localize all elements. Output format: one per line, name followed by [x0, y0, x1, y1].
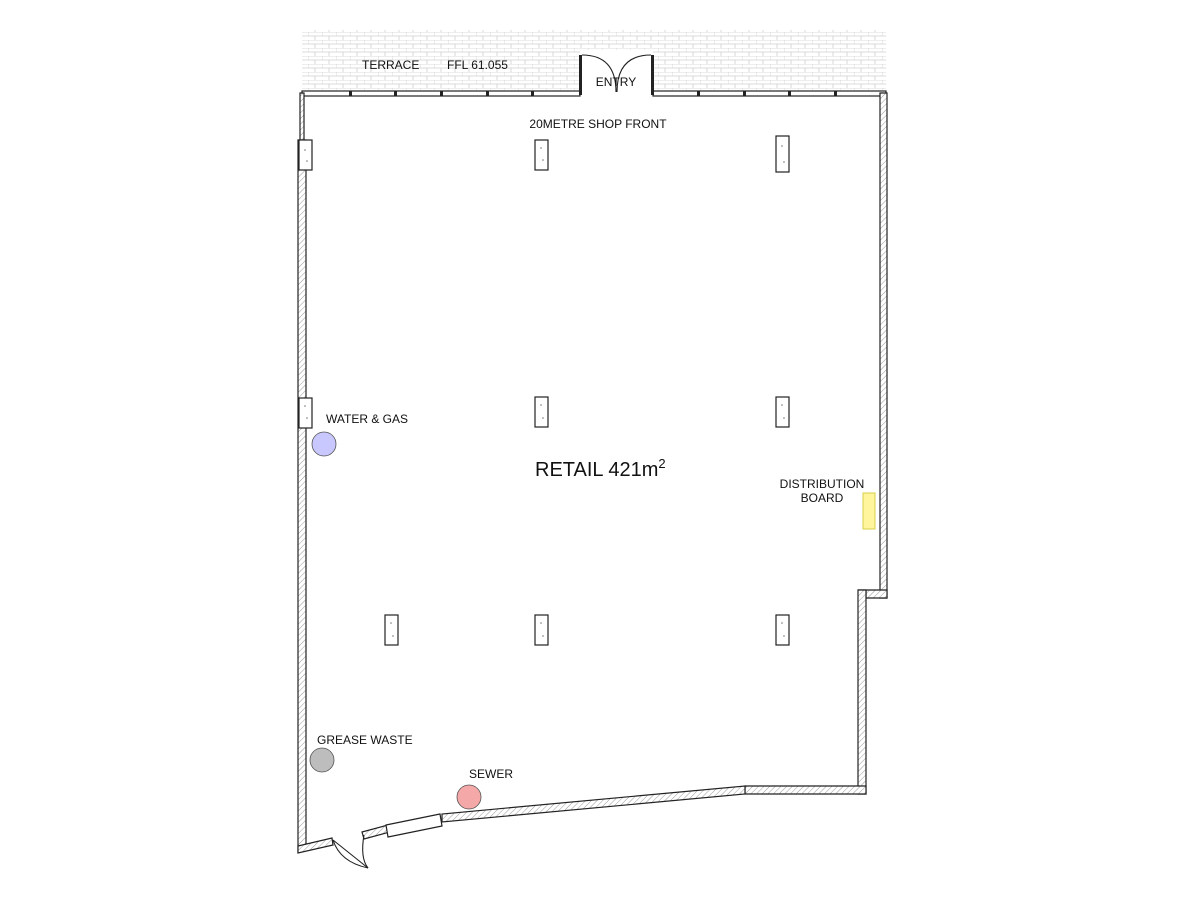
column: [775, 614, 790, 646]
terrace-area: [302, 30, 886, 94]
terrace-label: TERRACE: [362, 58, 419, 72]
terrace-level-label: FFL 61.055: [447, 58, 508, 72]
entry-label: ENTRY: [596, 75, 636, 89]
column: [775, 396, 790, 428]
retail-floor: [306, 95, 880, 848]
sewer-label: SEWER: [469, 767, 513, 781]
column: [775, 135, 790, 173]
structural-columns: [298, 135, 790, 646]
column: [534, 396, 549, 428]
retail-area-title: RETAIL 421m2: [535, 456, 666, 481]
shop-front-label: 20METRE SHOP FRONT: [529, 117, 667, 131]
water-gas-marker[interactable]: [311, 431, 337, 457]
retail-area-superscript: 2: [658, 456, 665, 471]
grease-waste-label: GREASE WASTE: [317, 733, 413, 747]
column: [534, 139, 549, 171]
column: [534, 614, 549, 646]
retail-area-text: RETAIL 421m: [535, 459, 658, 481]
column: [384, 614, 399, 646]
column: [298, 397, 313, 429]
distribution-board-label-line1: DISTRIBUTION: [780, 477, 865, 491]
grease-waste-marker[interactable]: [309, 747, 335, 773]
sewer-marker[interactable]: [456, 784, 482, 810]
distribution-board-label-line2: BOARD: [801, 491, 844, 505]
column: [298, 139, 313, 171]
rear-door[interactable]: [332, 834, 369, 869]
rear-window: [385, 813, 443, 838]
entry-doors[interactable]: [579, 54, 654, 95]
distribution-board-marker[interactable]: [862, 492, 876, 530]
water-gas-label: WATER & GAS: [326, 412, 408, 426]
